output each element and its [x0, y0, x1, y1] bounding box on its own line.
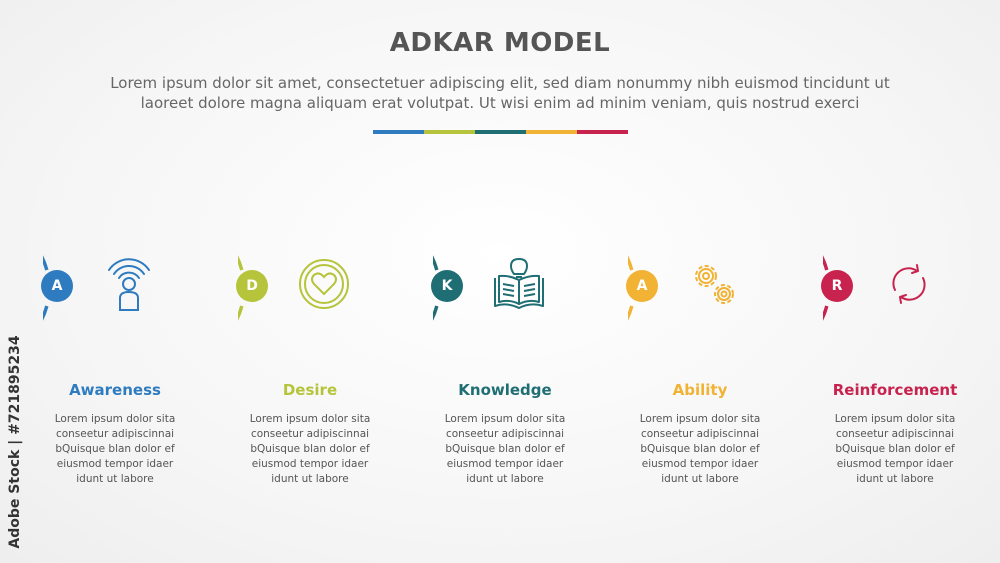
step-title: Awareness — [69, 381, 161, 399]
step-description: Lorem ipsum dolor sita conseetur adipisc… — [834, 413, 956, 485]
step-badge: D — [236, 270, 268, 302]
step-badge: A — [626, 270, 658, 302]
step-description: Lorem ipsum dolor sita conseetur adipisc… — [54, 413, 176, 485]
step-desire: D Desire Lorem ipsum dolor sita conseetu… — [210, 216, 410, 496]
gears-icon — [695, 265, 734, 304]
step-badge: K — [431, 270, 463, 302]
page-title: ADKAR MODEL — [389, 28, 611, 58]
step-title: Reinforcement — [832, 381, 958, 399]
book-lightbulb-icon — [494, 258, 544, 309]
step-description: Lorem ipsum dolor sita conseetur adipisc… — [444, 413, 566, 485]
stock-credit-text: Adobe Stock | #721895234 — [7, 335, 23, 549]
step-reinforcement: R Reinforcement Lorem ipsum dolor sita c… — [795, 216, 995, 496]
divider-segment-5 — [577, 130, 628, 134]
stock-credit: Adobe Stock | #721895234 — [0, 322, 30, 562]
divider-segment-1 — [373, 130, 424, 134]
step-knowledge: K Knowledge Lorem ipsum dolor sita conse… — [405, 216, 605, 496]
step-badge: A — [41, 270, 73, 302]
step-title: Ability — [672, 381, 728, 399]
divider-segment-3 — [475, 130, 526, 134]
heart-coin-icon — [299, 259, 349, 309]
step-description: Lorem ipsum dolor sita conseetur adipisc… — [639, 413, 761, 485]
subtitle-text: Lorem ipsum dolor sit amet, consectetuer… — [110, 74, 890, 112]
divider-segment-4 — [526, 130, 577, 134]
step-title: Knowledge — [458, 381, 552, 399]
step-description: Lorem ipsum dolor sita conseetur adipisc… — [249, 413, 371, 485]
divider-segment-2 — [424, 130, 475, 134]
step-title: Desire — [282, 381, 338, 399]
refresh-cycle-icon — [892, 264, 926, 304]
step-badge: R — [821, 270, 853, 302]
step-awareness: A Awareness Lorem ipsum dolor sita conse… — [15, 216, 215, 496]
color-divider — [373, 130, 628, 134]
step-ability: A Ability Lorem ipsum dolor sita conseet… — [600, 216, 800, 496]
person-broadcast-icon — [108, 258, 150, 311]
